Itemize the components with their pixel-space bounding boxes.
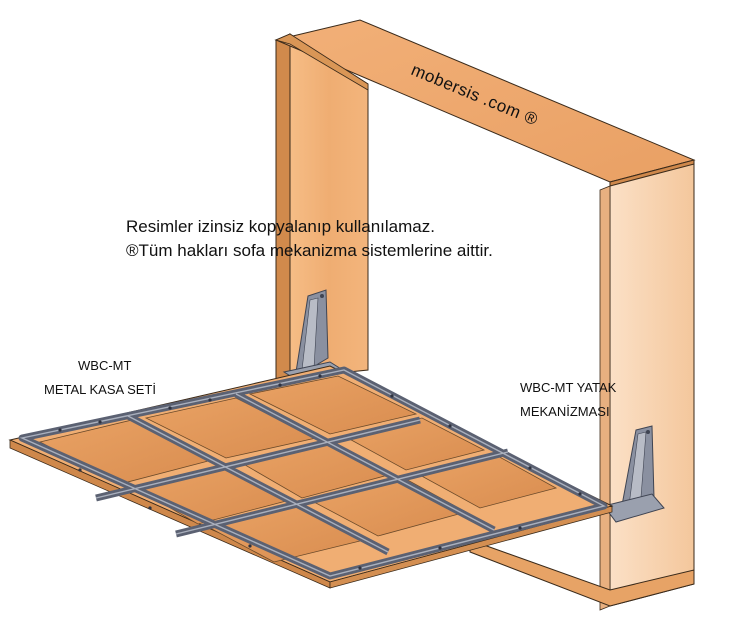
mechanism-model-label: WBC-MT YATAK xyxy=(520,380,617,395)
cabinet-left-side xyxy=(275,33,369,387)
frame-set-model-label: WBC-MT xyxy=(78,358,131,373)
mechanism-name-label: MEKANİZMASI xyxy=(520,404,610,419)
metal-frame-highlight xyxy=(19,369,606,577)
right-lift-mechanism xyxy=(603,425,665,523)
cabinet-top-board xyxy=(274,19,696,195)
cabinet-bottom-board xyxy=(469,539,695,607)
frame-bolts xyxy=(58,374,582,570)
notice-line-1: Resimler izinsiz kopyalanıp kullanılamaz… xyxy=(126,217,435,236)
notice-line-2: ®Tüm hakları sofa mekanizma sistemlerine… xyxy=(126,241,493,260)
frame-set-name-label: METAL KASA SETİ xyxy=(44,382,156,397)
